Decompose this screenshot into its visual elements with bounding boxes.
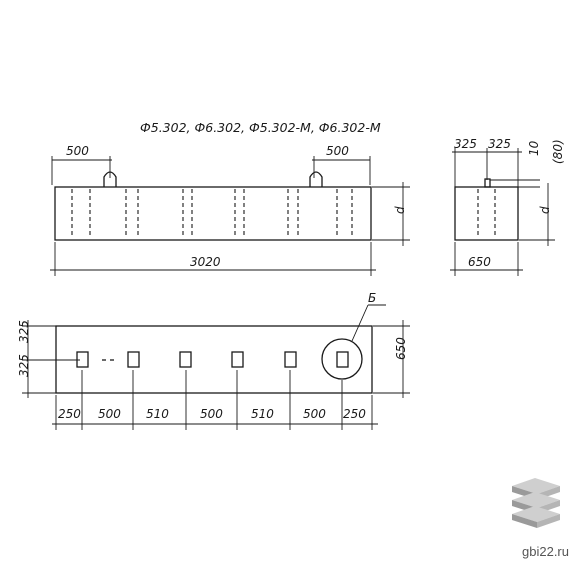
dim-plan-bottom-5: 510	[251, 407, 274, 421]
dim-height-side: d	[538, 206, 552, 214]
dim-side-top-right: 325	[488, 137, 511, 151]
stacked-slabs-icon	[512, 478, 560, 528]
slab-left	[512, 514, 537, 528]
dim-plan-bottom-4: 500	[200, 407, 223, 421]
front-view: 500 500 d	[50, 144, 410, 276]
dim-left-top: 500	[66, 144, 89, 158]
dim-plan-bottom-2: 500	[98, 407, 121, 421]
slab-right	[537, 514, 560, 528]
detail-mark: Б	[368, 291, 376, 305]
beam-body-front	[54, 186, 372, 241]
hole	[76, 351, 89, 368]
hole	[127, 351, 140, 368]
dim-plan-left-lower: 325	[17, 354, 31, 377]
side-view: 325 325 10 (80) d 650	[450, 137, 565, 276]
beam-body-plan	[55, 325, 373, 394]
dim-plan-width: 650	[394, 337, 408, 360]
slab-top	[512, 478, 560, 494]
detail-circle	[321, 338, 363, 380]
dim-plan-left-upper: 325	[17, 320, 31, 343]
dim-lift-alt: (80)	[551, 139, 565, 164]
dim-side-width: 650	[468, 255, 491, 269]
dim-right-top: 500	[326, 144, 349, 158]
lifting-loop-side	[484, 178, 491, 188]
drawing-title: Ф5.302, Ф6.302, Ф5.302-М, Ф6.302-М	[140, 120, 381, 135]
plan-view: 325 325 Б 650	[17, 291, 410, 430]
watermark-site: gbi22.ru	[522, 544, 569, 559]
hole	[284, 351, 297, 368]
detail-leader	[351, 304, 369, 342]
hole	[231, 351, 244, 368]
lifting-loop-right	[309, 171, 323, 187]
hole	[336, 351, 349, 368]
dim-plan-bottom-1: 250	[58, 407, 81, 421]
hole	[179, 351, 192, 368]
dim-lift: 10	[527, 140, 541, 156]
dim-plan-bottom-3: 510	[146, 407, 169, 421]
dim-side-top-left: 325	[454, 137, 477, 151]
slab-top	[512, 506, 560, 522]
beam-body-side	[454, 186, 519, 241]
lifting-loop-left	[103, 171, 117, 187]
slab-top	[512, 492, 560, 508]
dim-length: 3020	[190, 255, 221, 269]
dim-height-front: d	[393, 206, 407, 214]
dim-plan-bottom-7: 250	[343, 407, 366, 421]
dim-plan-bottom-6: 500	[303, 407, 326, 421]
